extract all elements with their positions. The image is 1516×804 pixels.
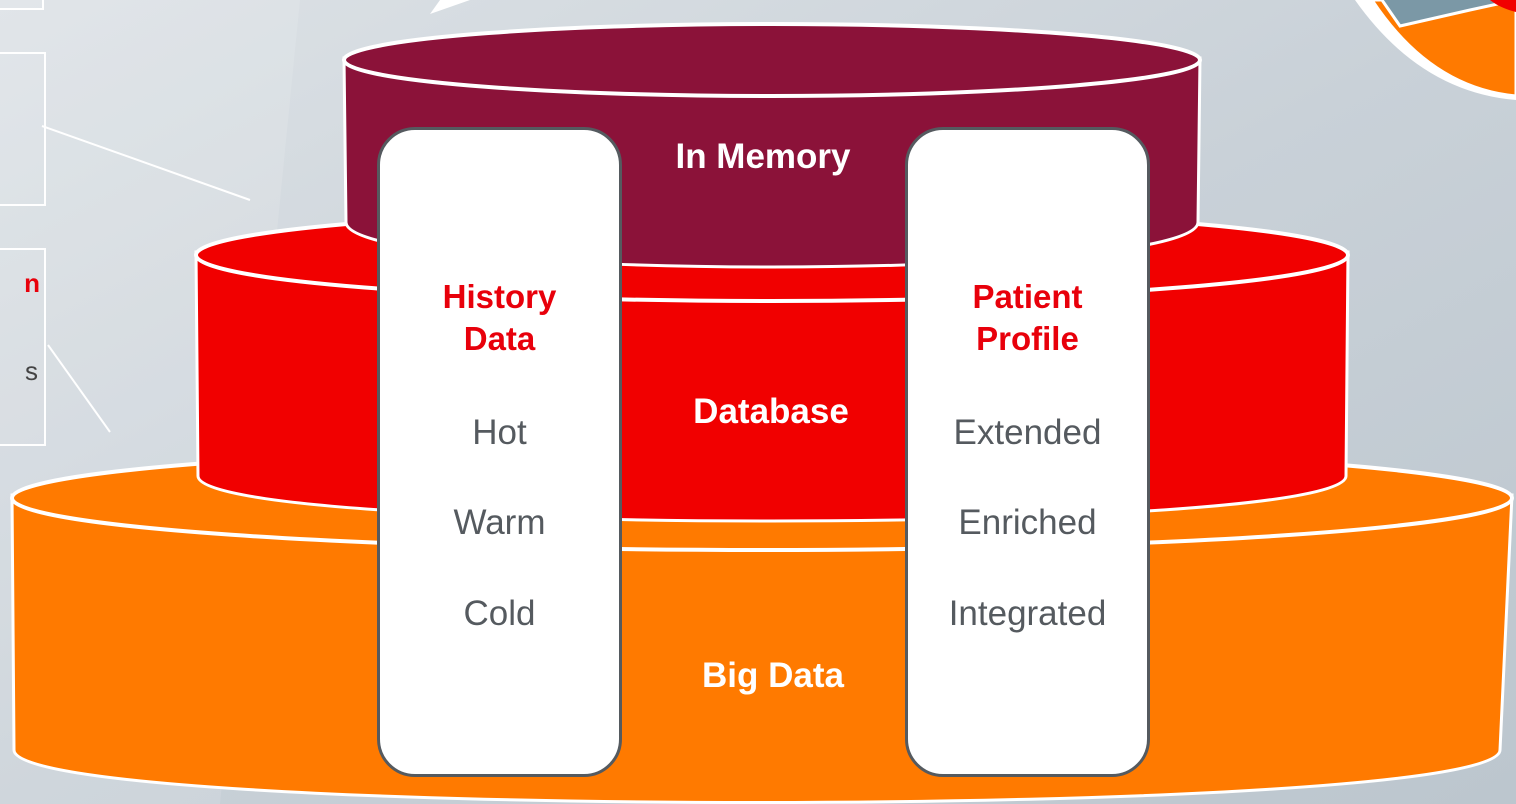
badge-arrow-shape	[1380, 0, 1516, 28]
badge-fragment	[1355, 0, 1516, 100]
arrow-fragment	[430, 0, 470, 14]
history-item-warm: Warm	[453, 503, 546, 542]
profile-title-line1: Patient	[972, 278, 1083, 315]
annotation-box-middle	[0, 52, 46, 206]
profile-item-extended: Extended	[953, 413, 1102, 452]
profile-item-enriched: Enriched	[958, 503, 1097, 542]
profile-title-line2: Profile	[976, 320, 1079, 357]
in-memory-top	[342, 22, 1202, 98]
big-data-label: Big Data	[702, 656, 844, 695]
history-item-cold: Cold	[463, 594, 536, 633]
patient-profile-card: Patient Profile Extended Enriched Integr…	[905, 127, 1150, 777]
annotation-box-bottom: n s	[0, 248, 46, 446]
annotation-fragment-2: s	[25, 356, 38, 386]
history-title-line1: History	[442, 278, 557, 315]
profile-item-integrated: Integrated	[948, 594, 1107, 633]
history-item-hot: Hot	[472, 413, 527, 452]
connector-line-lower	[47, 344, 111, 433]
history-title-line2: Data	[463, 320, 536, 357]
annotation-fragment-1: n	[24, 268, 40, 298]
history-data-card: History Data Hot Warm Cold	[377, 127, 622, 777]
database-label: Database	[693, 392, 849, 431]
annotation-box-top	[0, 0, 44, 10]
connector-line-upper	[41, 125, 251, 201]
in-memory-label: In Memory	[675, 137, 851, 176]
